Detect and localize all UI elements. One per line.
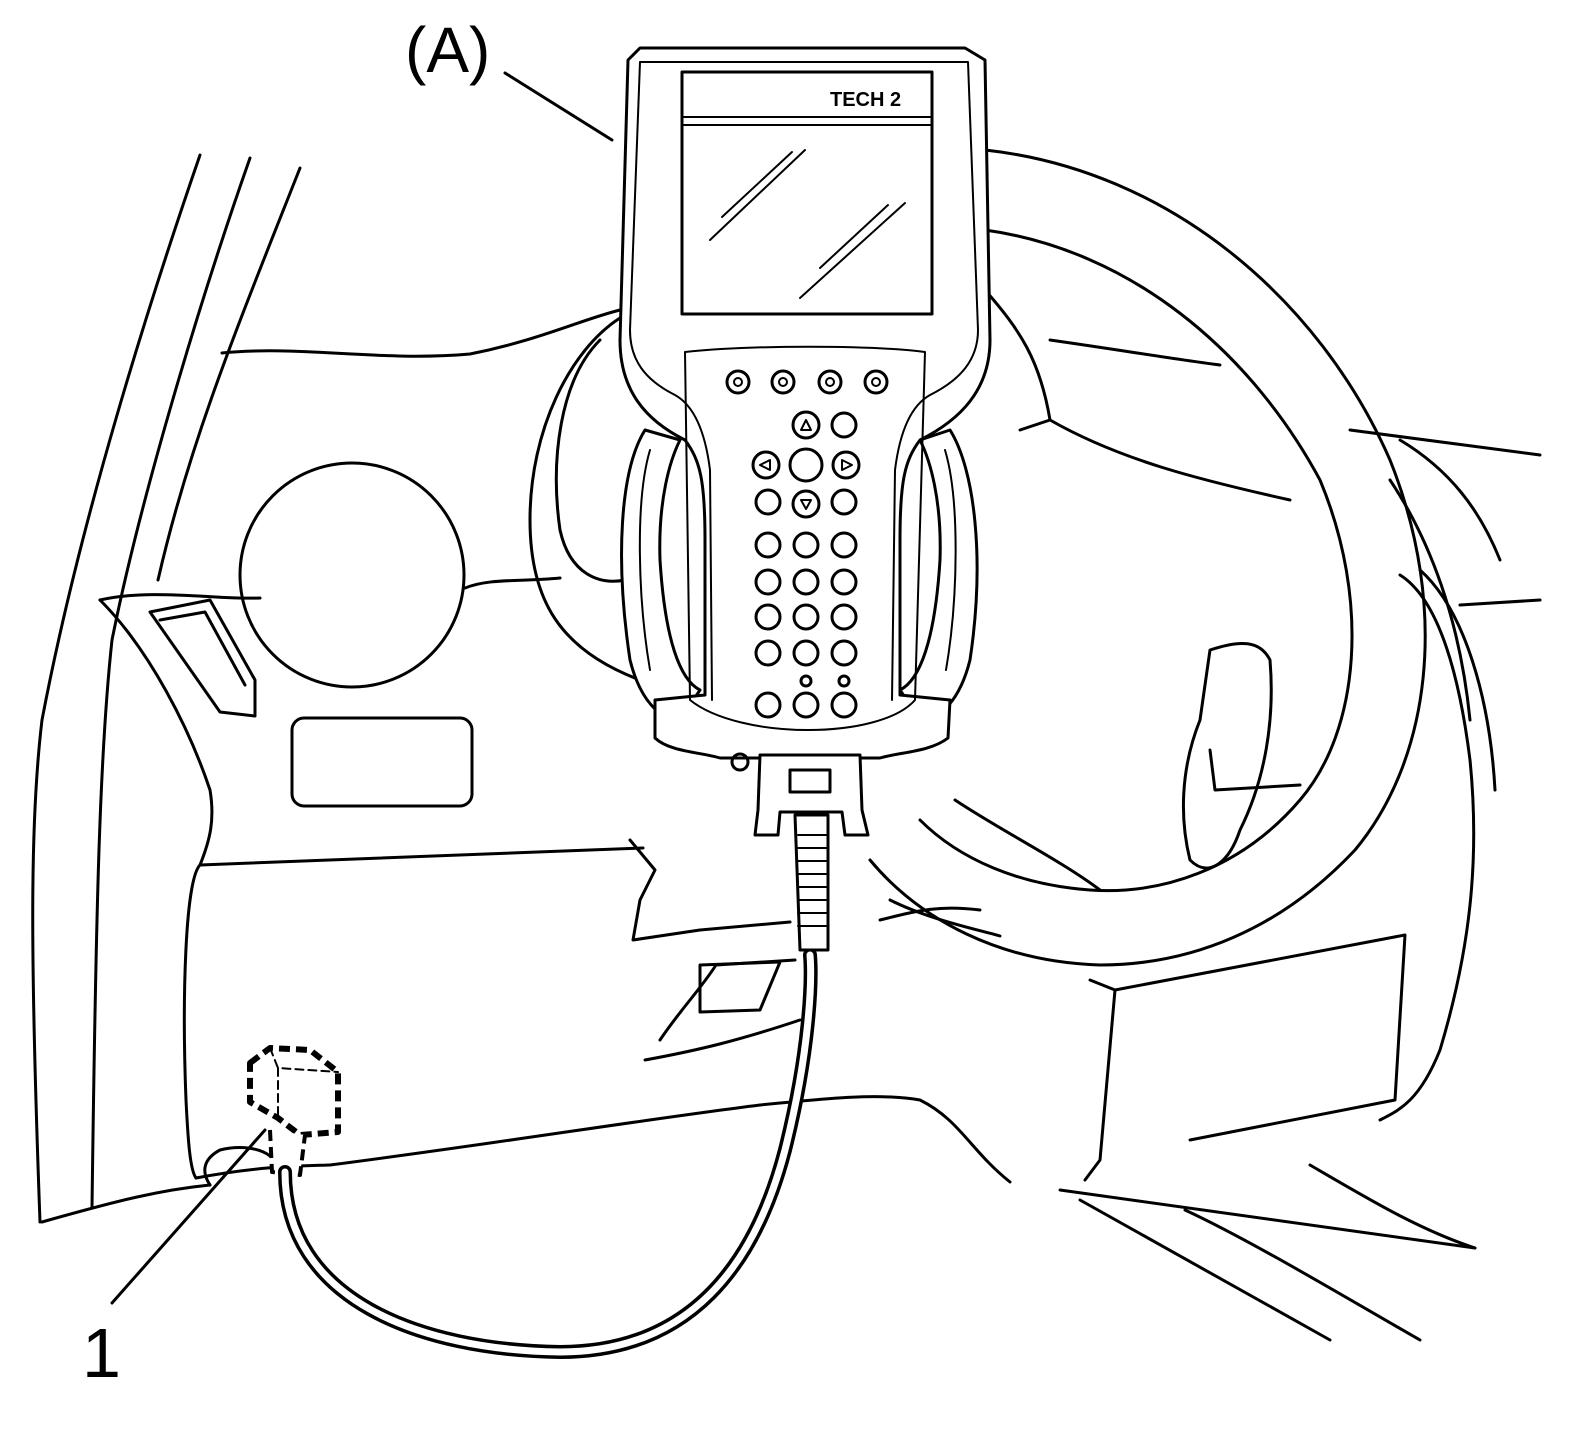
- navigation-keys: [751, 410, 861, 519]
- leader-line-a: [503, 71, 614, 142]
- instrument-gauge: [238, 461, 466, 689]
- vents: [148, 598, 474, 808]
- steering-wheel: [528, 148, 1427, 967]
- number-keys: [754, 531, 858, 719]
- screen-brand-label: TECH 2: [830, 89, 902, 111]
- data-link-connector: [247, 1045, 341, 1177]
- leader-line-1: [110, 1128, 267, 1305]
- steering-column: [1083, 428, 1542, 1182]
- function-keys: [725, 369, 889, 395]
- tech2-scan-tool: [618, 46, 992, 952]
- callout-label-a: (A): [405, 14, 491, 86]
- lower-dash-panels: [628, 838, 982, 1062]
- a-pillar-lines: [31, 153, 302, 1224]
- diagnostic-cable: [278, 948, 818, 1360]
- dashboard-outline: [40, 308, 1477, 1342]
- callout-label-1: 1: [82, 1314, 121, 1392]
